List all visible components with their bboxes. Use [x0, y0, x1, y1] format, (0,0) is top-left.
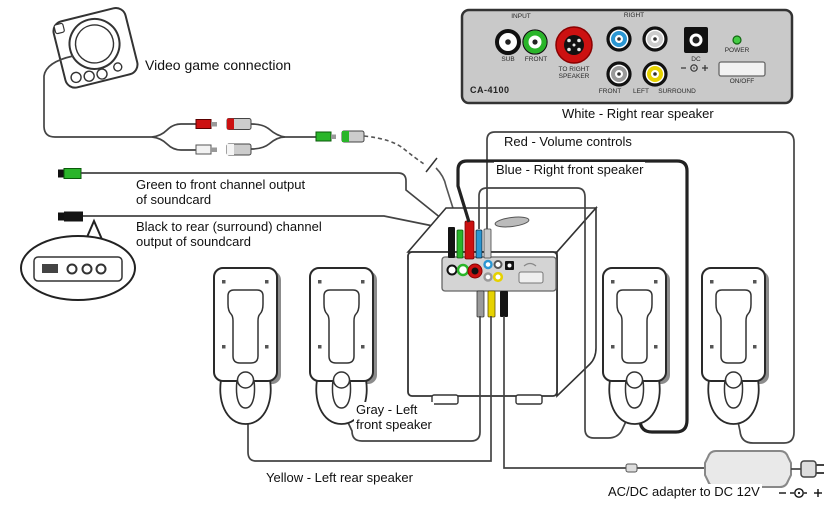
panel-onoff-label: ON/OFF: [729, 78, 755, 85]
soundcard-jack-icon: [95, 263, 107, 275]
white-plug-top: [483, 228, 492, 259]
red-rca-jack-band: [227, 118, 234, 130]
panel-input-label: INPUT: [511, 13, 531, 20]
red-cable-line: [456, 159, 689, 434]
panel-front-col-label: FRONT: [598, 88, 622, 95]
rear-connection-panel: [460, 8, 794, 105]
green-input-line: [81, 172, 453, 228]
gray-cable-line: [344, 316, 481, 442]
green-input-plug: [63, 168, 82, 179]
ac-plug-icon: [800, 460, 817, 478]
subwoofer-foot: [431, 394, 459, 405]
soundcard-callout: [20, 218, 136, 301]
blue-cable-label: Blue - Right front speaker: [494, 162, 646, 178]
blue-plug-top: [475, 229, 483, 259]
red-din-plug-top: [464, 220, 475, 260]
rca-y-adapter: [151, 123, 316, 151]
speaker-right-front: [602, 267, 671, 425]
subwoofer: [406, 205, 598, 405]
soundcard-jack-icon: [66, 263, 78, 275]
black-plug-top: [448, 227, 455, 258]
ac-dc-adapter: [704, 450, 824, 488]
panel-power-label: POWER: [724, 47, 750, 54]
dc-polarity-icon: [779, 488, 822, 498]
white-rca-plug-tip: [211, 147, 217, 152]
black-input-label: Black to rear (surround) channel output …: [134, 219, 324, 250]
game-cable-tail-line: [435, 167, 459, 225]
gray-plug-bottom: [476, 290, 485, 318]
panel-model-label: CA-4100: [470, 85, 510, 95]
black-input-line: [83, 215, 449, 230]
dc-power-cable-line: [503, 316, 710, 469]
green-plug-top: [456, 229, 464, 259]
gray-cable-label: Gray - Left front speaker: [354, 402, 434, 433]
power-led: [732, 35, 742, 45]
green-input-plug-tip: [58, 169, 64, 178]
white-cable-label: White - Right rear speaker: [560, 106, 716, 122]
green-plug: [315, 131, 332, 142]
green-input-label: Green to front channel output of soundca…: [134, 177, 308, 208]
panel-din-label: TO RIGHT SPEAKER: [558, 66, 590, 81]
game-cable-dashed-line: [363, 135, 425, 165]
soundcard-port-icon: [42, 264, 58, 273]
speaker-left-rear: [213, 267, 282, 425]
red-rca-plug-tip: [211, 122, 217, 127]
yellow-cable-line: [247, 316, 492, 462]
white-rca-plug: [195, 144, 212, 155]
video-game-connection-label: Video game connection: [143, 57, 294, 74]
dc-plug-bottom: [500, 291, 508, 317]
panel-sub-label: SUB: [501, 56, 515, 63]
soundcard-jack-icon: [81, 263, 93, 275]
red-cable-label: Red - Volume controls: [502, 134, 634, 150]
yellow-cable-label: Yellow - Left rear speaker: [264, 470, 415, 486]
black-input-plug: [64, 211, 83, 222]
subwoofer-input-panel: [441, 256, 557, 292]
white-cable-line: [486, 131, 795, 444]
console-cable-line: [43, 55, 152, 138]
panel-surround-label: SURROUND: [658, 88, 696, 95]
subwoofer-foot: [515, 394, 543, 405]
cable-break-mark-icon: [425, 157, 438, 173]
adapter-label: AC/DC adapter to DC 12V: [606, 484, 762, 500]
power-switch: [718, 61, 766, 77]
blue-cable-line: [478, 187, 629, 439]
speaker-right-rear: [701, 267, 770, 425]
dc-polarity-icon: [681, 64, 708, 72]
panel-dc-label: DC: [691, 56, 701, 63]
panel-front-label: FRONT: [524, 56, 548, 63]
black-input-plug-tip: [58, 212, 64, 221]
panel-right-label: RIGHT: [623, 12, 645, 19]
speaker-left-front: [309, 267, 378, 425]
green-plug-tip: [331, 134, 336, 139]
panel-left-label: LEFT: [633, 88, 649, 95]
video-game-console-icon: [52, 6, 139, 89]
red-rca-plug: [195, 119, 212, 129]
green-jack-band: [342, 131, 349, 142]
white-rca-jack-band: [227, 144, 234, 155]
subwoofer-vent: [494, 216, 530, 228]
dc-cable-junction: [625, 463, 638, 473]
yellow-plug-bottom: [487, 290, 496, 318]
